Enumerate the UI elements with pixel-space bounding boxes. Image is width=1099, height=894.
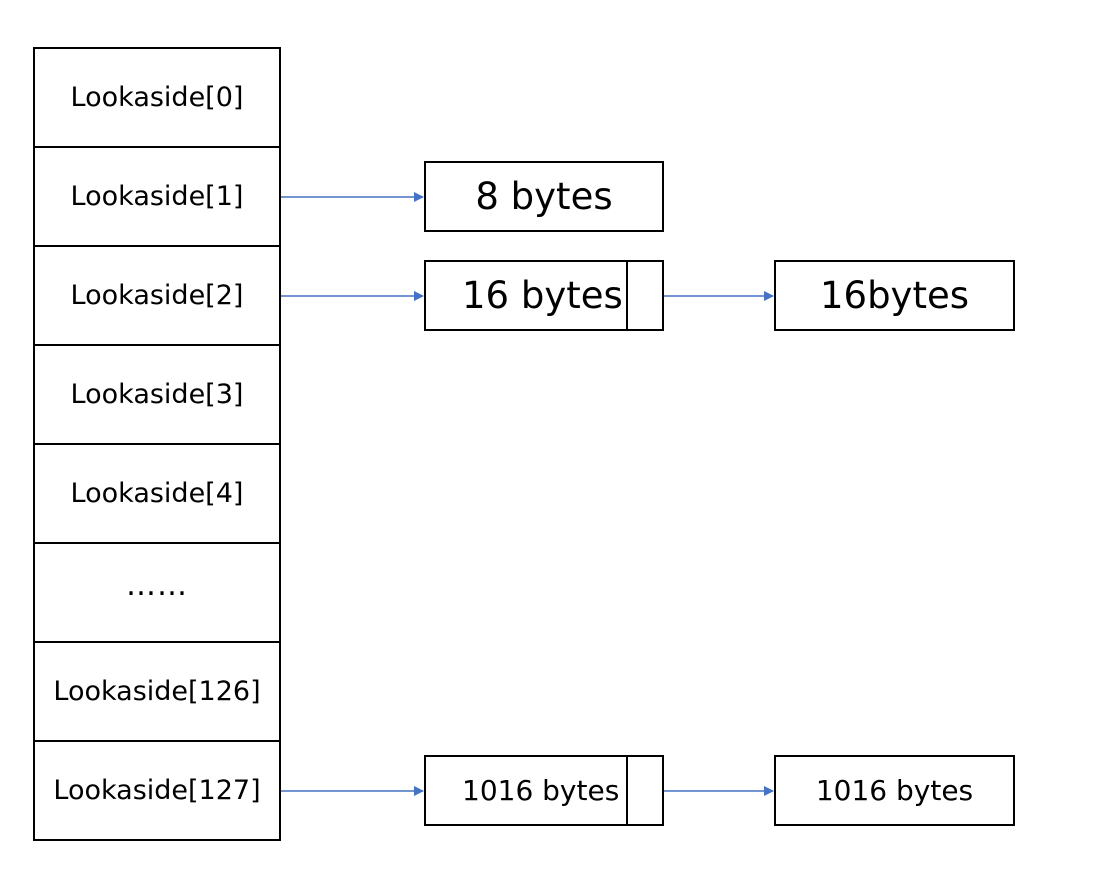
chunk-16-bytes-second: 16bytes xyxy=(774,260,1015,331)
lookaside-cell-4: Lookaside[4] xyxy=(33,443,281,544)
chunk-16-bytes-first-label: 16 bytes xyxy=(462,274,623,317)
lookaside-cell-126: Lookaside[126] xyxy=(33,641,281,742)
chunk-8-bytes-label: 8 bytes xyxy=(475,175,613,218)
chunk-16-bytes-second-label: 16bytes xyxy=(819,274,969,317)
chunk-1016-bytes-first-label: 1016 bytes xyxy=(462,774,620,807)
lookaside-cell-127: Lookaside[127] xyxy=(33,740,281,841)
chunk-1016-bytes-second: 1016 bytes xyxy=(774,755,1015,826)
chunk-1016-bytes-second-label: 1016 bytes xyxy=(815,774,974,807)
lookaside-cell-3: Lookaside[3] xyxy=(33,344,281,445)
lookaside-ellipsis-cell: …… xyxy=(33,542,281,643)
chunk-next-pointer-field xyxy=(626,757,628,824)
chunk-1016-bytes-first: 1016 bytes xyxy=(424,755,664,826)
lookaside-cell-2: Lookaside[2] xyxy=(33,245,281,346)
lookaside-cell-0: Lookaside[0] xyxy=(33,47,281,148)
chunk-16-bytes-first: 16 bytes xyxy=(424,260,664,331)
chunk-8-bytes: 8 bytes xyxy=(424,161,664,232)
chunk-next-pointer-field xyxy=(626,262,628,329)
